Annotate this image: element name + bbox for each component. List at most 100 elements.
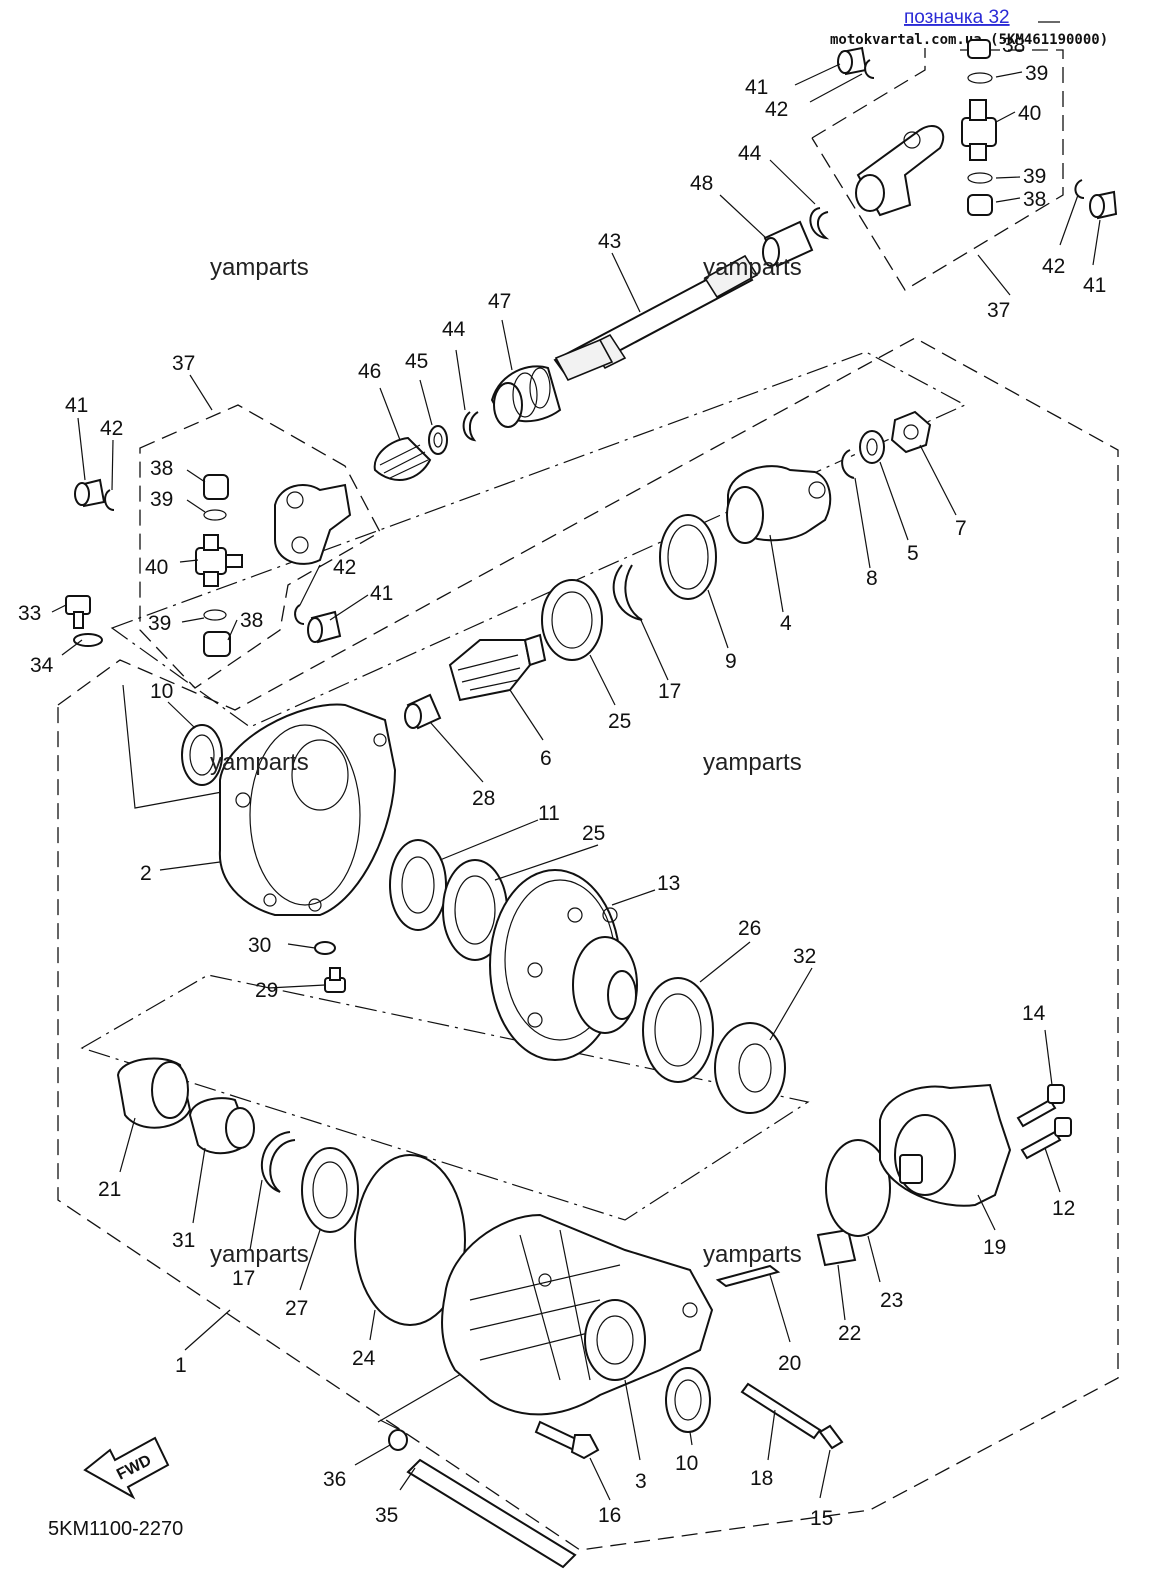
bushing-48[interactable]	[762, 220, 814, 268]
label-42: 42	[333, 556, 356, 579]
shim-32[interactable]	[714, 1022, 786, 1114]
nut-7[interactable]	[890, 410, 932, 454]
bearing-41-right[interactable]	[1089, 190, 1118, 220]
washer-45[interactable]	[428, 425, 448, 455]
bearing-cup-38-left-top[interactable]	[203, 474, 229, 500]
collar-21[interactable]	[116, 1057, 192, 1129]
screw-29[interactable]	[324, 967, 346, 993]
label-32: 32	[793, 945, 816, 968]
o-ring-23[interactable]	[825, 1139, 891, 1237]
bearing-cup-38-left-low[interactable]	[203, 631, 231, 657]
clip-39-left-top[interactable]	[203, 509, 227, 521]
rubber-boot[interactable]	[490, 365, 562, 428]
label-5: 5	[907, 542, 919, 565]
group-outline-assembly-1	[57, 337, 1119, 1551]
label-39: 39	[148, 612, 171, 635]
bearing-26[interactable]	[642, 977, 714, 1083]
bearing-25-upper[interactable]	[541, 579, 603, 661]
screw-15[interactable]	[818, 1424, 844, 1450]
label-39: 39	[1025, 62, 1048, 85]
clip-39-lower[interactable]	[967, 172, 993, 184]
bearing-27[interactable]	[301, 1147, 359, 1233]
label-17: 17	[232, 1267, 255, 1290]
drive-shaft[interactable]	[553, 254, 759, 382]
o-ring-24[interactable]	[354, 1154, 466, 1326]
watermark: yamparts	[703, 749, 802, 776]
cross-spider-40-left[interactable]	[195, 534, 243, 587]
washer-34[interactable]	[73, 633, 103, 647]
label-20: 20	[778, 1352, 801, 1375]
clip-39-left-low[interactable]	[203, 609, 227, 621]
output-yoke-4[interactable]	[726, 465, 832, 544]
shim-11[interactable]	[389, 839, 447, 931]
housing-cover-2[interactable]	[218, 703, 397, 916]
clip-42-top[interactable]	[864, 59, 875, 79]
reference-link[interactable]: позначка 32	[904, 7, 1010, 28]
clip-42-right[interactable]	[1074, 179, 1085, 199]
circlip-44-top[interactable]	[809, 207, 830, 240]
gear-case-19[interactable]	[879, 1083, 1012, 1207]
bolt-33[interactable]	[65, 595, 91, 629]
label-31: 31	[172, 1229, 195, 1252]
label-27: 27	[285, 1297, 308, 1320]
label-30: 30	[248, 934, 271, 957]
part-number-labels: 38 39 40 41 42 44 48 39 38 42 41 37 43 4…	[18, 34, 1106, 1530]
clip-39-top[interactable]	[967, 72, 993, 84]
label-16: 16	[598, 1504, 621, 1527]
label-11: 11	[538, 802, 560, 825]
label-36: 36	[323, 1468, 346, 1491]
watermark: yamparts	[703, 1241, 802, 1268]
label-9: 9	[725, 650, 737, 673]
circlip-17-upper[interactable]	[612, 564, 643, 621]
rod-18[interactable]	[740, 1382, 822, 1440]
bearing-41-left-low[interactable]	[307, 610, 342, 644]
label-44: 44	[442, 318, 466, 341]
label-13: 13	[657, 872, 680, 895]
watermark: yamparts	[210, 749, 309, 776]
pinion-gear-6[interactable]	[448, 633, 547, 702]
bearing-cup-38-top[interactable]	[967, 39, 991, 59]
bearing-41-left[interactable]	[74, 478, 106, 508]
label-18: 18	[750, 1467, 773, 1490]
oil-seal-9[interactable]	[659, 514, 717, 600]
forward-arrow: FWD	[83, 1436, 170, 1500]
shaft-35[interactable]	[406, 1458, 577, 1569]
circlip-44[interactable]	[462, 411, 479, 442]
compression-spring[interactable]	[373, 436, 432, 481]
label-42: 42	[1042, 255, 1065, 278]
label-43: 43	[598, 230, 621, 253]
spline-coupler-31[interactable]	[188, 1097, 255, 1155]
magnet-22[interactable]	[816, 1228, 857, 1267]
pin-36[interactable]	[388, 1429, 408, 1451]
ring-gear-13[interactable]	[489, 869, 638, 1061]
yoke-left[interactable]	[274, 483, 352, 565]
circlip-8[interactable]	[841, 449, 855, 479]
needle-bearing-28[interactable]	[404, 693, 442, 730]
bearing-25-lower[interactable]	[442, 859, 508, 961]
clip-42-left-low[interactable]	[294, 604, 305, 625]
yoke-top[interactable]	[855, 125, 945, 217]
oil-seal-10-upper[interactable]	[181, 724, 223, 786]
label-41: 41	[1083, 274, 1106, 297]
label-39: 39	[1023, 165, 1046, 188]
differential-case-3[interactable]	[441, 1213, 714, 1416]
bolt-14[interactable]	[1016, 1084, 1065, 1128]
washer-30[interactable]	[314, 941, 336, 955]
circlip-17-lower[interactable]	[261, 1131, 296, 1193]
oil-seal-10-lower[interactable]	[665, 1367, 711, 1433]
washer-5[interactable]	[859, 430, 885, 464]
bearing-cup-38-lower[interactable]	[967, 194, 993, 216]
subgroup-box-ring-gear	[80, 974, 810, 1221]
bolt-12[interactable]	[1020, 1117, 1072, 1160]
label-23: 23	[880, 1289, 903, 1312]
label-24: 24	[352, 1347, 376, 1370]
drain-bolt-16[interactable]	[534, 1420, 600, 1460]
cross-spider-40-top[interactable]	[961, 99, 997, 161]
label-39: 39	[150, 488, 173, 511]
label-7: 7	[955, 517, 967, 540]
clip-42-left[interactable]	[104, 489, 115, 511]
bearing-41-top[interactable]	[837, 46, 868, 76]
label-4: 4	[780, 612, 792, 635]
lever-20[interactable]	[715, 1264, 781, 1288]
